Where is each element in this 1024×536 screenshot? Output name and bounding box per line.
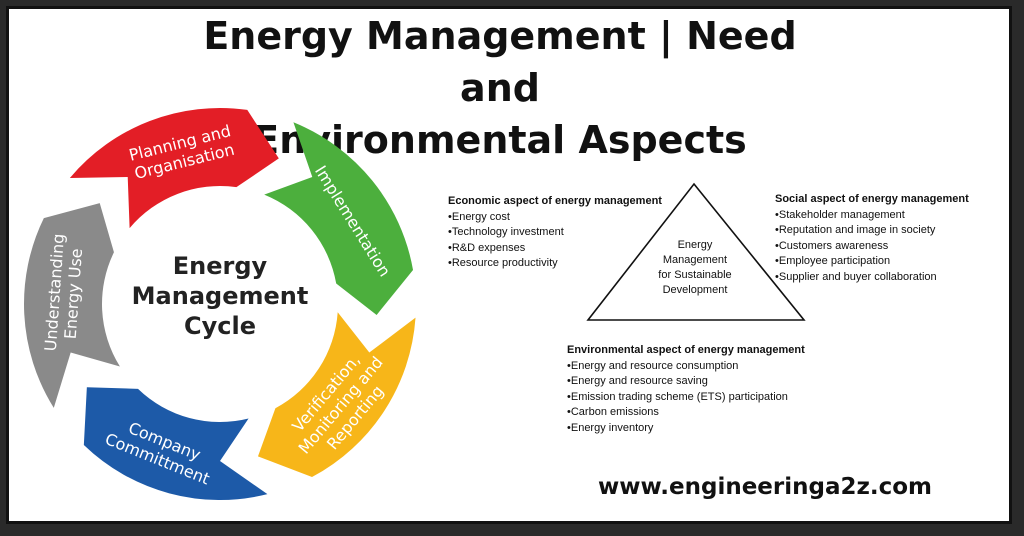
triangle-label-line-4: Development: [662, 284, 728, 296]
list-item: Energy cost: [448, 210, 662, 226]
list-item: Supplier and buyer collaboration: [775, 270, 969, 286]
list-item: Energy and resource consumption: [567, 359, 805, 375]
environmental-aspect-list: Energy and resource consumption Energy a…: [567, 359, 805, 437]
triangle-label-line-3: for Sustainable: [658, 269, 732, 281]
cycle-segment-implementation: [264, 122, 414, 315]
cycle-center-line-1: Energy: [173, 252, 268, 280]
environmental-aspect: Environmental aspect of energy managemen…: [567, 343, 805, 436]
list-item: R&D expenses: [448, 241, 662, 257]
economic-aspect-heading: Economic aspect of energy management: [448, 195, 662, 207]
economic-aspect: Economic aspect of energy management Ene…: [448, 194, 662, 272]
energy-management-cycle: Planning andOrganisationImplementationVe…: [24, 108, 416, 500]
triangle-label-line-1: Energy: [677, 239, 713, 251]
list-item: Carbon emissions: [567, 405, 805, 421]
website-url: www.engineeringa2z.com: [598, 474, 933, 500]
social-aspect-list: Stakeholder management Reputation and im…: [775, 208, 969, 286]
social-aspect-heading: Social aspect of energy management: [775, 193, 969, 205]
cycle-segment-planning-and: [69, 108, 279, 229]
cycle-segment-understanding: [24, 203, 120, 408]
economic-aspect-list: Energy cost Technology investment R&D ex…: [448, 210, 662, 272]
cycle-segment-company: [83, 387, 268, 500]
cycle-center-line-3: Cycle: [184, 312, 256, 340]
environmental-aspect-heading: Environmental aspect of energy managemen…: [567, 344, 805, 356]
title-line-1: Energy Management | Need and: [203, 14, 797, 110]
cycle-center-line-2: Management: [132, 282, 309, 310]
list-item: Employee participation: [775, 254, 969, 270]
list-item: Technology investment: [448, 225, 662, 241]
list-item: Energy inventory: [567, 421, 805, 437]
list-item: Reputation and image in society: [775, 223, 969, 239]
list-item: Resource productivity: [448, 256, 662, 272]
list-item: Emission trading scheme (ETS) participat…: [567, 390, 805, 406]
triangle-label: Energy Management for Sustainable Develo…: [645, 238, 745, 298]
list-item: Customers awareness: [775, 239, 969, 255]
social-aspect: Social aspect of energy management Stake…: [775, 192, 969, 285]
triangle-label-line-2: Management: [662, 254, 728, 266]
list-item: Energy and resource saving: [567, 374, 805, 390]
list-item: Stakeholder management: [775, 208, 969, 224]
cycle-segment-verification: [257, 312, 416, 478]
